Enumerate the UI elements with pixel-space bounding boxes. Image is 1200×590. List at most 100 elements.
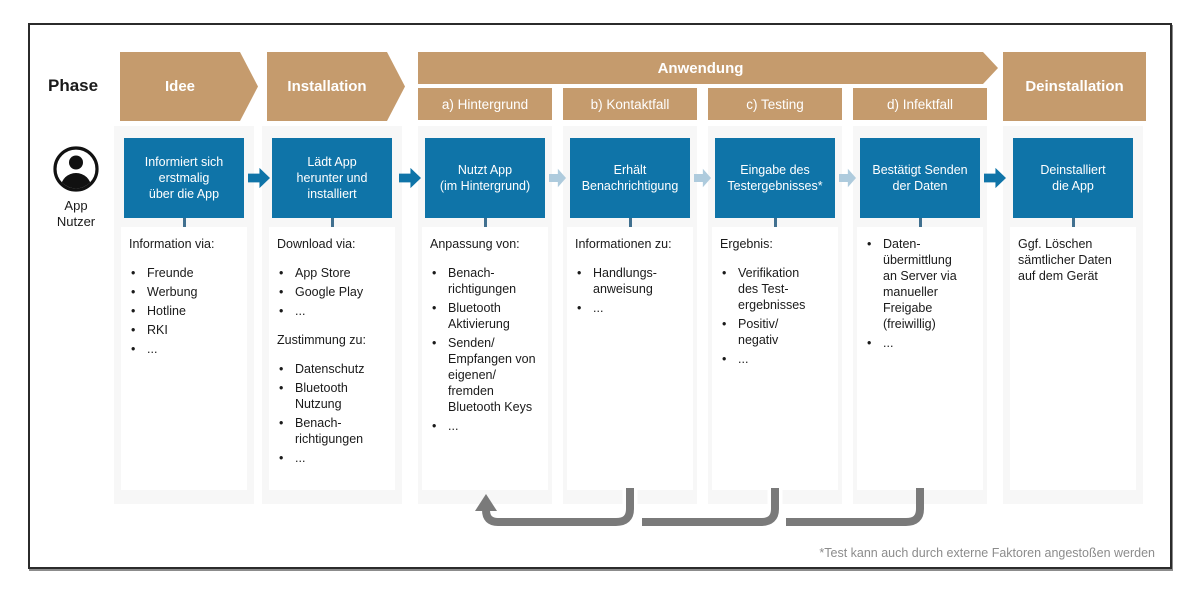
subphase-header-hintergrund: a) Hintergrund: [418, 88, 552, 120]
step-box-testing: Eingabe des Testergebnisses*: [715, 138, 835, 218]
list-item: •Handlungs- anweisung: [575, 265, 688, 297]
subphase-header-infektfall-label: d) Infektfall: [886, 96, 954, 112]
list-item: • Freunde: [129, 265, 242, 281]
list-item: •Benach- richtigungen: [430, 265, 543, 297]
bullet-list: • Verifikation des Test- ergebnisses • Posi…: [720, 265, 833, 367]
step-box-deinstallation: Deinstalliert die App: [1013, 138, 1133, 218]
bullet-icon: •: [131, 342, 136, 356]
step-box-idee: Informiert sich erstmalig über die App: [124, 138, 244, 218]
list-item: • RKI: [129, 322, 242, 338]
bullet-icon: •: [722, 317, 727, 331]
bullet-text: Bluetooth Aktivierung: [448, 301, 510, 331]
subphase-header-testing: c) Testing: [708, 88, 842, 120]
subphase-header-kontaktfall-label: b) Kontaktfall: [590, 96, 670, 112]
bullet-text: Hotline: [147, 304, 186, 318]
section-title: Zustimmung zu:: [277, 333, 366, 347]
bullet-icon: •: [432, 419, 437, 433]
phase-header-anwendung-label: Anwendung: [657, 59, 744, 77]
person-in-circle-icon: [53, 146, 99, 192]
list-item: • Bluetooth Aktivierung: [430, 300, 543, 332]
subphase-header-testing-label: c) Testing: [746, 96, 804, 112]
detail-panel-hintergrund: Anpassung von: •Benach- richtigungen•Blu…: [422, 227, 548, 490]
detail-panel-deinstallation: Ggf. Löschen sämtlicher Daten auf dem Ge…: [1010, 227, 1136, 490]
list-item: • Hotline: [129, 303, 242, 319]
step-box-kontaktfall: Erhält Benachrichtigung: [570, 138, 690, 218]
bullet-icon: •: [279, 266, 284, 280]
list-item: •...: [575, 300, 688, 316]
panel-section: Ergebnis: •Verifikation des Test- ergebn…: [720, 236, 833, 367]
bullet-icon: •: [432, 336, 437, 350]
connector-tick: [628, 218, 632, 228]
bullet-list: • App Store • Google Play •...: [277, 265, 390, 319]
detail-panel-installation: Download via: • App Store • Google Play •...…: [269, 227, 395, 490]
section-title: Download via:: [277, 237, 356, 251]
phase-header-installation: Installation: [267, 52, 405, 121]
connector-tick: [918, 218, 922, 228]
list-item: •Daten- übermittlung an Server via manue…: [865, 236, 978, 332]
bullet-text: Benach- richtigungen: [448, 266, 517, 296]
list-item: •...: [430, 418, 543, 434]
bullet-text: Senden/ Empfangen von eigenen/ fremden B…: [448, 336, 536, 414]
section-title: Information via:: [129, 237, 215, 251]
phase-header-deinstallation-label: Deinstallation: [1025, 78, 1124, 95]
step-box-infektfall: Bestätigt Senden der Daten: [860, 138, 980, 218]
bullet-icon: •: [279, 285, 284, 299]
list-item: •Bluetooth Nutzung: [277, 380, 390, 412]
bullet-icon: •: [867, 237, 872, 251]
connector-tick: [182, 218, 186, 228]
bullet-text: Positiv/ negativ: [738, 317, 779, 347]
panel-section: •Daten- übermittlung an Server via manue…: [865, 236, 978, 351]
connector-tick: [483, 218, 487, 228]
panel-section: Informationen zu: •Handlungs- anweisung•…: [575, 236, 688, 316]
detail-panel-infektfall: •Daten- übermittlung an Server via manue…: [857, 227, 983, 490]
actor-label: App Nutzer: [56, 198, 96, 230]
panel-section: Anpassung von: •Benach- richtigungen•Blu…: [430, 236, 543, 434]
bullet-text: App Store: [295, 266, 351, 280]
panel-section: Download via: • App Store • Google Play •...: [277, 236, 390, 319]
list-item: • Senden/ Empfangen von eigenen/ fremden …: [430, 335, 543, 415]
list-item: • Google Play: [277, 284, 390, 300]
bullet-text: ...: [147, 342, 158, 356]
bullet-text: Freunde: [147, 266, 194, 280]
panel-paragraph: Ggf. Löschen sämtlicher Daten auf dem Ge…: [1018, 237, 1112, 283]
bullet-icon: •: [432, 301, 437, 315]
list-item: • Benach- richtigungen: [277, 415, 390, 447]
bullet-list: •Handlungs- anweisung•...: [575, 265, 688, 316]
bullet-list: • Freunde • Werbung • Hotline • RKI •...: [129, 265, 242, 357]
bullet-text: Werbung: [147, 285, 198, 299]
bullet-icon: •: [722, 352, 727, 366]
bullet-list: •Daten- übermittlung an Server via manue…: [865, 236, 978, 351]
panel-section: Information via: • Freunde • Werbung • Hotlin…: [129, 236, 242, 357]
bullet-icon: •: [279, 304, 284, 318]
bullet-text: Google Play: [295, 285, 364, 299]
footnote: *Test kann auch durch externe Faktoren a…: [819, 546, 1155, 560]
bullet-list: •Datenschutz•Bluetooth Nutzung•Benach- r…: [277, 361, 390, 466]
list-item: • Werbung: [129, 284, 242, 300]
list-item: •...: [129, 341, 242, 357]
phase-header-idee: Idee: [120, 52, 258, 121]
bullet-icon: •: [577, 266, 582, 280]
bullet-icon: •: [279, 416, 284, 430]
bullet-icon: •: [867, 336, 872, 350]
list-item: •...: [720, 351, 833, 367]
list-item: •...: [865, 335, 978, 351]
bullet-icon: •: [131, 323, 136, 337]
panel-section: Zustimmung zu: •Datenschutz•Bluetooth Nu…: [277, 332, 390, 466]
subphase-header-infektfall: d) Infektfall: [853, 88, 987, 120]
step-box-hintergrund: Nutzt App (im Hintergrund): [425, 138, 545, 218]
bullet-text: Benach- richtigungen: [295, 416, 364, 446]
bullet-text: ...: [295, 304, 306, 318]
subphase-header-kontaktfall: b) Kontaktfall: [563, 88, 697, 120]
bullet-text: ...: [738, 352, 749, 366]
bullet-icon: •: [131, 285, 136, 299]
bullet-text: ...: [295, 451, 306, 465]
bullet-icon: •: [131, 304, 136, 318]
bullet-icon: •: [577, 301, 582, 315]
bullet-icon: •: [131, 266, 136, 280]
bullet-text: RKI: [147, 323, 168, 337]
detail-panel-testing: Ergebnis: •Verifikation des Test- ergebn…: [712, 227, 838, 490]
bullet-text: Verifikation des Test- ergebnisses: [738, 266, 806, 312]
list-item: •...: [277, 303, 390, 319]
bullet-text: ...: [593, 301, 604, 315]
